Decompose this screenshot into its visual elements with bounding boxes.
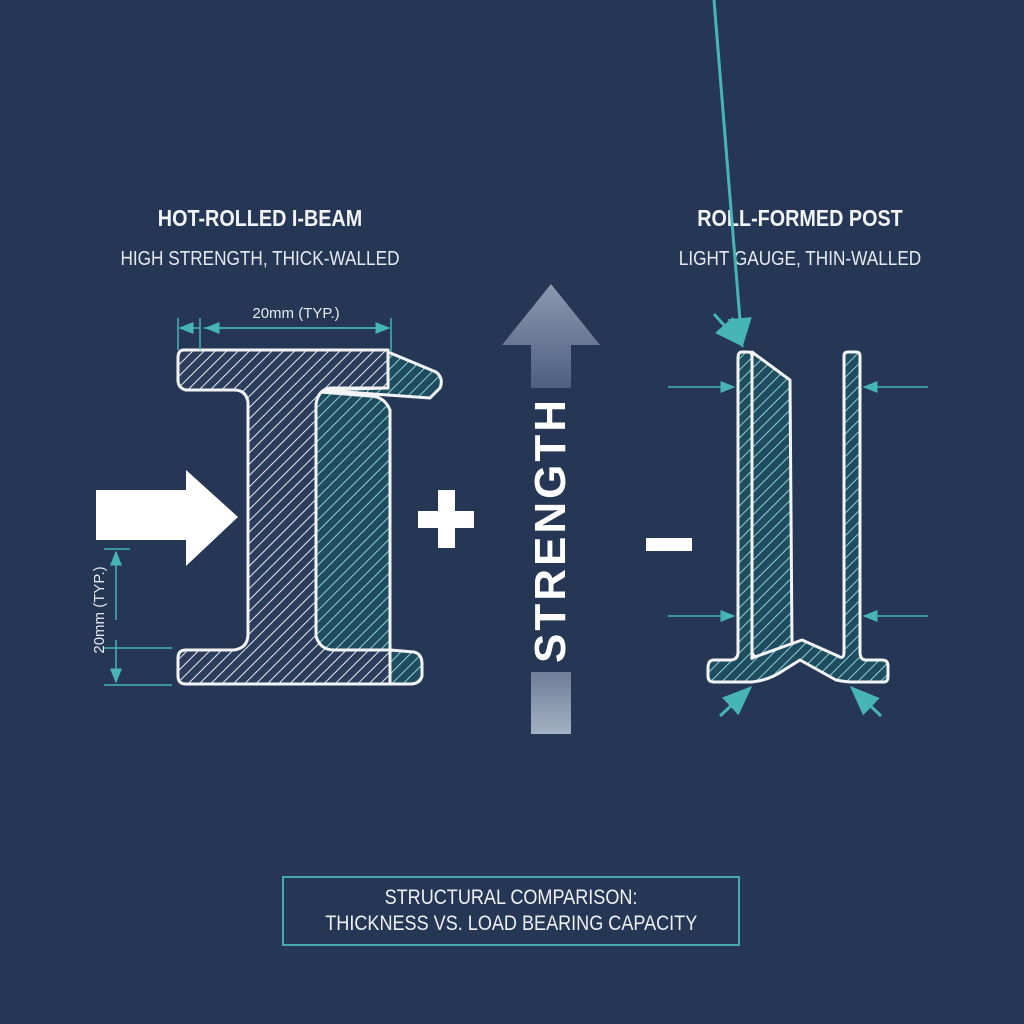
plus-icon <box>418 490 474 548</box>
caption-line-2: THICKNESS VS. LOAD BEARING CAPACITY <box>324 912 697 935</box>
i-beam-bottom-flange-side <box>388 648 424 686</box>
post-load-arrows <box>668 0 928 718</box>
i-beam-web-side <box>310 390 392 654</box>
post-outer-profile <box>706 350 890 684</box>
strength-label: STRENGTH <box>526 397 575 663</box>
top-dimension-label: 20mm (TYP.) <box>252 305 339 322</box>
caption-line-1: STRUCTURAL COMPARISON: <box>384 886 638 909</box>
i-beam-drawing <box>176 348 443 686</box>
i-beam-left-dimension: 20mm (TYP.) <box>91 548 172 686</box>
i-beam-front-face <box>176 348 392 686</box>
post-inner-panel <box>750 350 794 659</box>
i-beam-top-flange-side <box>316 350 443 400</box>
roll-formed-post-drawing <box>706 350 890 684</box>
i-beam-title: HOT-ROLLED I-BEAM <box>157 205 363 231</box>
strength-arrow-icon <box>502 284 600 734</box>
minus-icon <box>646 538 692 551</box>
load-arrow-icon <box>96 470 238 566</box>
caption-box: STRUCTURAL COMPARISON: THICKNESS VS. LOA… <box>282 876 740 946</box>
i-beam-top-dimension: 20mm (TYP.) <box>177 305 392 352</box>
post-subtitle: LIGHT GAUGE, THIN-WALLED <box>678 248 922 270</box>
left-dimension-label: 20mm (TYP.) <box>91 566 108 653</box>
i-beam-subtitle: HIGH STRENGTH, THICK-WALLED <box>120 248 400 270</box>
